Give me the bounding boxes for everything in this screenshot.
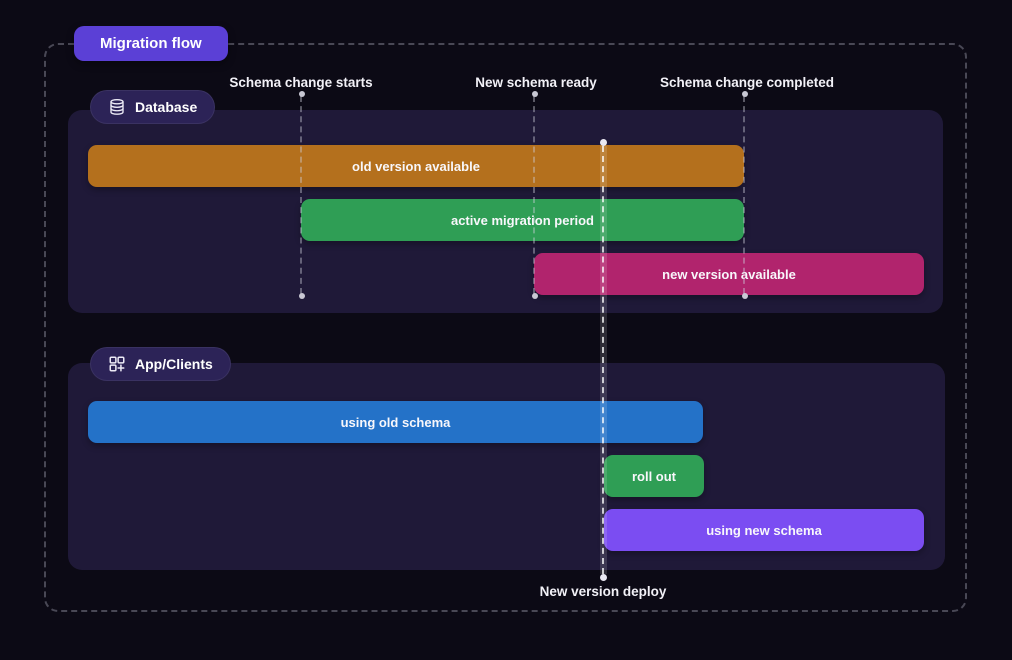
deploy-marker-dot-bottom bbox=[600, 574, 607, 581]
database-lane-badge: Database bbox=[90, 90, 216, 124]
milestone-label-schema-change-starts: Schema change starts bbox=[229, 75, 373, 90]
milestone-dot-bottom bbox=[299, 293, 305, 299]
milestone-dot-top bbox=[299, 91, 305, 97]
bar-old-version-available: old version available bbox=[88, 145, 744, 187]
bar-active-migration-period: active migration period bbox=[301, 199, 744, 241]
bar-roll-out: roll out bbox=[604, 455, 704, 497]
milestone-label-new-schema-ready: New schema ready bbox=[475, 75, 597, 90]
milestone-line-new-schema-ready bbox=[532, 91, 538, 299]
milestone-line-schema-change-completed bbox=[742, 91, 748, 299]
bar-using-new-schema: using new schema bbox=[604, 509, 924, 551]
bar-using-old-schema: using old schema bbox=[88, 401, 703, 443]
milestone-dot-bottom bbox=[532, 293, 538, 299]
milestone-dot-bottom bbox=[742, 293, 748, 299]
bar-new-version-available: new version available bbox=[534, 253, 924, 295]
deploy-marker-dot-top bbox=[600, 139, 607, 146]
deploy-marker-line bbox=[600, 146, 607, 574]
database-icon bbox=[108, 98, 126, 116]
milestone-label-schema-change-completed: Schema change completed bbox=[659, 75, 835, 90]
app-clients-lane-label: App/Clients bbox=[135, 356, 213, 372]
database-lane-label: Database bbox=[135, 99, 198, 115]
deploy-marker-label: New version deploy bbox=[539, 584, 667, 599]
milestone-line-schema-change-starts bbox=[299, 91, 305, 299]
diagram-title-badge: Migration flow bbox=[74, 26, 228, 61]
milestone-dot-top bbox=[742, 91, 748, 97]
app-clients-lane-badge: App/Clients bbox=[90, 347, 231, 381]
apps-plus-icon bbox=[108, 355, 126, 373]
milestone-dot-top bbox=[532, 91, 538, 97]
diagram-frame bbox=[44, 43, 967, 612]
